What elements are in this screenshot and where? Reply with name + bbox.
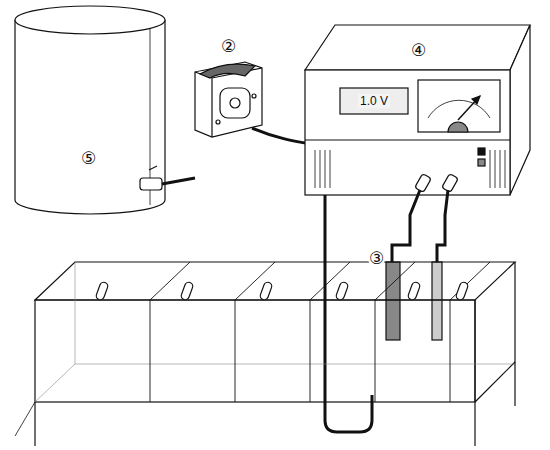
callout-number: ③ (368, 250, 385, 267)
display-reading: 1.0 V (358, 94, 390, 108)
reservoir-tank (15, 6, 165, 214)
power-supply (305, 25, 530, 195)
peristaltic-pump (195, 62, 262, 137)
electrodes (386, 190, 448, 340)
callout-number: ② (220, 38, 237, 55)
compartment-vials (95, 281, 469, 301)
callout-number: ⑤ (80, 150, 97, 167)
callout-number: ④ (410, 42, 427, 59)
trough (15, 262, 515, 446)
